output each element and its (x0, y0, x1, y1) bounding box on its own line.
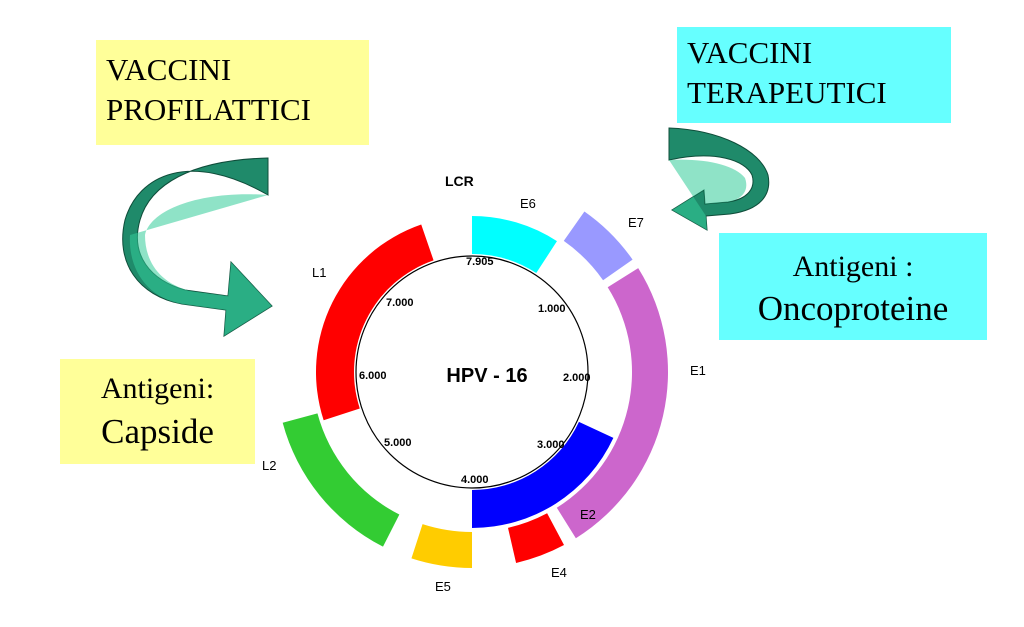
scale-label-5000: 5.000 (384, 437, 412, 449)
scale-label-4000: 4.000 (461, 474, 489, 486)
prophylactic-curved-arrow (122, 157, 273, 337)
gene-segment-e1 (556, 268, 668, 539)
center-label: HPV - 16 (446, 365, 527, 387)
capsid-antigens-box: Antigeni: Capside (60, 359, 255, 464)
scale-label-6000: 6.000 (359, 370, 387, 382)
scale-label-7000: 7.000 (386, 297, 414, 309)
gene-segment-e7 (563, 211, 633, 281)
therapeutic-line2: TERAPEUTICI (687, 75, 887, 110)
gene-label-e1: E1 (690, 363, 706, 378)
oncoprotein-line1: Antigeni : (792, 250, 914, 283)
prophylactic-line2: PROFILATTICI (106, 92, 311, 127)
gene-label-l2: L2 (262, 458, 276, 473)
therapeutic-line1: VACCINI (687, 35, 813, 70)
oncoprotein-line2: Oncoproteine (757, 289, 949, 328)
gene-label-l1: L1 (312, 265, 326, 280)
gene-segment-l2 (282, 413, 400, 547)
gene-label-e5: E5 (435, 579, 451, 594)
therapeutic-vaccines-box: VACCINI TERAPEUTICI (677, 27, 951, 123)
gene-segment-e4 (507, 513, 565, 563)
lcr-label: LCR (445, 173, 474, 189)
scale-label-7905: 7.905 (466, 256, 494, 268)
gene-segment-e6 (472, 216, 557, 274)
scale-label-3000: 3.000 (537, 439, 565, 451)
capsid-line1: Antigeni: (100, 372, 215, 405)
gene-segment-l1 (316, 224, 434, 421)
therapeutic-curved-arrow (668, 127, 770, 231)
scale-label-1000: 1.000 (538, 303, 566, 315)
prophylactic-vaccines-box: VACCINI PROFILATTICI (96, 40, 369, 145)
gene-label-e2: E2 (580, 507, 596, 522)
gene-label-e6: E6 (520, 196, 536, 211)
gene-segment-e2 (472, 421, 614, 528)
gene-label-e7: E7 (628, 215, 644, 230)
scale-label-2000: 2.000 (563, 372, 591, 384)
gene-label-e4: E4 (551, 565, 567, 580)
gene-segment-e5 (411, 524, 472, 568)
oncoprotein-antigens-box: Antigeni : Oncoproteine (719, 233, 987, 340)
prophylactic-line1: VACCINI (106, 52, 232, 87)
genome-circle (355, 255, 589, 489)
capsid-line2: Capside (101, 412, 214, 451)
